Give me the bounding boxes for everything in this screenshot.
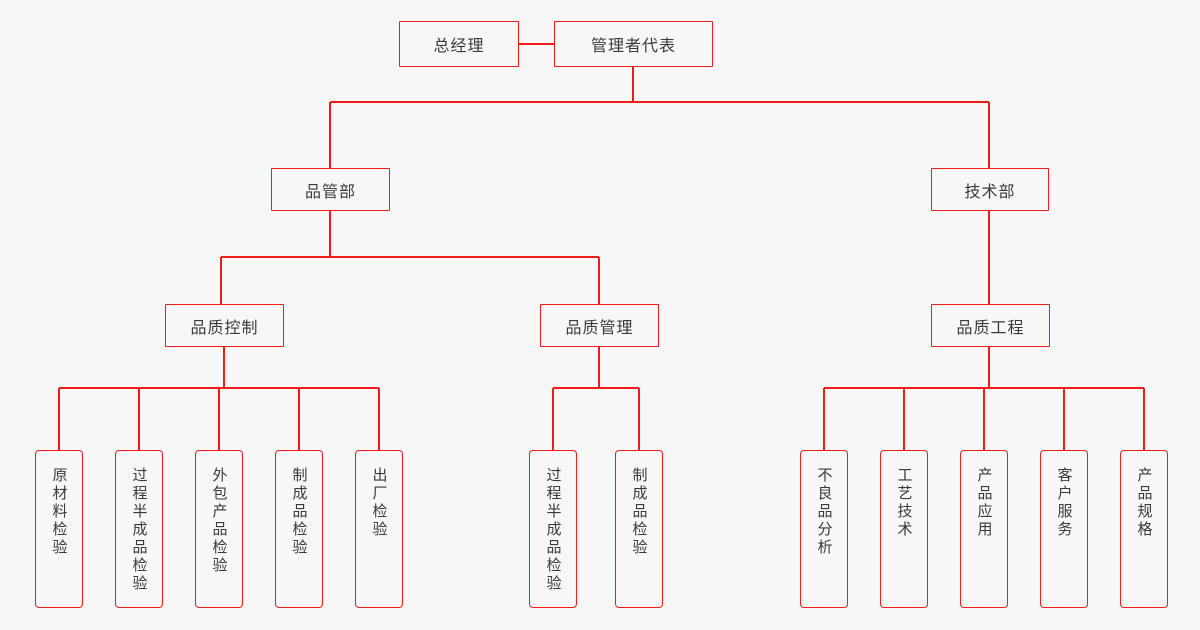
node-general-manager[interactable]: 总经理 — [399, 21, 519, 67]
leaf-customer-service[interactable]: 客户服务 — [1040, 450, 1088, 608]
leaf-label: 工艺技术 — [895, 467, 914, 539]
leaf-label: 制成品检验 — [290, 467, 309, 557]
leaf-product-specification[interactable]: 产品规格 — [1120, 450, 1168, 608]
node-quality-management[interactable]: 品质管理 — [540, 304, 659, 347]
node-tech-department-label: 技术部 — [964, 181, 1016, 201]
leaf-defect-analysis[interactable]: 不良品分析 — [800, 450, 848, 608]
leaf-label: 外包产品检验 — [210, 467, 229, 575]
leaf-outgoing-inspection[interactable]: 出厂检验 — [355, 450, 403, 608]
node-qc-department[interactable]: 品管部 — [271, 168, 390, 211]
leaf-label: 客户服务 — [1055, 467, 1074, 539]
leaf-label: 过程半成品检验 — [544, 467, 563, 593]
node-quality-control[interactable]: 品质控制 — [165, 304, 284, 347]
node-quality-engineering-label: 品质工程 — [956, 317, 1025, 337]
node-quality-management-label: 品质管理 — [565, 317, 634, 337]
node-quality-engineering[interactable]: 品质工程 — [931, 304, 1050, 347]
leaf-label: 产品规格 — [1135, 467, 1154, 539]
leaf-label: 制成品检验 — [630, 467, 649, 557]
node-quality-control-label: 品质控制 — [190, 317, 259, 337]
leaf-outsourced-product-inspection[interactable]: 外包产品检验 — [195, 450, 243, 608]
node-tech-department[interactable]: 技术部 — [931, 168, 1049, 211]
leaf-qm-in-process-semi-finished-inspection[interactable]: 过程半成品检验 — [529, 450, 577, 608]
leaf-label: 产品应用 — [975, 467, 994, 539]
leaf-label: 过程半成品检验 — [130, 467, 149, 593]
leaf-finished-product-inspection[interactable]: 制成品检验 — [275, 450, 323, 608]
leaf-label: 原材料检验 — [50, 467, 69, 557]
leaf-label: 出厂检验 — [370, 467, 389, 539]
node-management-representative-label: 管理者代表 — [590, 36, 676, 55]
node-general-manager-label: 总经理 — [433, 36, 485, 55]
leaf-product-application[interactable]: 产品应用 — [960, 450, 1008, 608]
node-qc-department-label: 品管部 — [304, 181, 356, 201]
leaf-raw-material-inspection[interactable]: 原材料检验 — [35, 450, 83, 608]
leaf-label: 不良品分析 — [815, 467, 834, 557]
leaf-qm-finished-product-inspection[interactable]: 制成品检验 — [615, 450, 663, 608]
node-management-representative[interactable]: 管理者代表 — [554, 21, 713, 67]
leaf-in-process-semi-finished-inspection[interactable]: 过程半成品检验 — [115, 450, 163, 608]
leaf-process-technology[interactable]: 工艺技术 — [880, 450, 928, 608]
